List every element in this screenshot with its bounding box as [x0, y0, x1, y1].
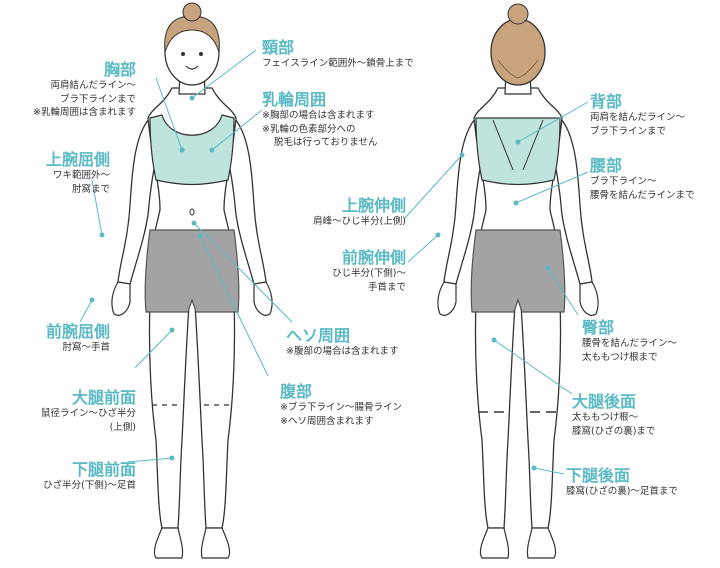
front-thigh-desc-2: (上側) — [8, 421, 136, 435]
forearm-flexor-title: 前腕屈側 — [10, 322, 110, 341]
abdomen-title: 腹部 — [280, 382, 402, 401]
buttocks-desc-2: 太ももつけ根まで — [582, 351, 677, 365]
buttocks-desc-1: 腰骨を結んだライン～ — [582, 337, 677, 351]
label-buttocks: 臀部 腰骨を結んだライン～ 太ももつけ根まで — [582, 318, 677, 364]
forearm-extensor-desc-2: 手首まで — [300, 281, 406, 295]
chest-desc-3: ※乳輪周囲は含まれます — [6, 106, 136, 120]
abdomen-desc-1: ※ブラ下ライン～腸骨ライン — [280, 401, 402, 415]
chest-title: 胸部 — [6, 60, 136, 79]
upper-arm-extensor-desc-1: 肩峰～ひじ半分(上側) — [280, 215, 406, 229]
navel-title: ヘソ周囲 — [286, 326, 398, 345]
label-forearm-extensor: 前腕伸側 ひじ半分(下側)～ 手首まで — [300, 248, 406, 294]
back-title: 背部 — [590, 92, 685, 111]
navel-desc-1: ※腹部の場合は含まれます — [286, 345, 398, 359]
front-thigh-desc-1: 鼠径ライン～ひざ半分 — [8, 407, 136, 421]
front-shin-title: 下腿前面 — [4, 460, 136, 479]
upper-arm-extensor-title: 上腕伸側 — [280, 196, 406, 215]
chest-desc-2: ブラ下ラインまで — [6, 93, 136, 107]
label-back-calf: 下腿後面 膝窩(ひざの裏)～足首まで — [566, 466, 678, 499]
label-chest: 胸部 両肩結んだライン～ ブラ下ラインまで ※乳輪周囲は含まれます — [6, 60, 136, 120]
back-thigh-title: 大腿後面 — [572, 392, 655, 411]
label-upper-arm-flexor: 上腕屈側 ワキ範囲外～ 肘窩まで — [10, 150, 110, 196]
forearm-extensor-title: 前腕伸側 — [300, 248, 406, 267]
forearm-extensor-desc-1: ひじ半分(下側)～ — [300, 267, 406, 281]
back-desc-1: 両肩を結んだライン～ — [590, 111, 685, 125]
lower-back-desc-2: 腰骨を結んだラインまで — [590, 189, 695, 203]
upper-arm-flexor-desc-1: ワキ範囲外～ — [10, 169, 110, 183]
lower-back-title: 腰部 — [590, 156, 695, 175]
areola-desc-3: 脱毛は行っておりません — [262, 136, 377, 150]
label-back-thigh: 大腿後面 太ももつけ根～ 膝窩(ひざの裏)まで — [572, 392, 655, 438]
neck-title: 頸部 — [262, 38, 414, 57]
upper-arm-flexor-desc-2: 肘窩まで — [10, 183, 110, 197]
areola-desc-1: ※胸部の場合は含まれます — [262, 109, 377, 123]
neck-desc-1: フェイスライン範囲外～鎖骨上まで — [262, 57, 414, 71]
back-desc-2: ブラ下ラインまで — [590, 125, 685, 139]
buttocks-title: 臀部 — [582, 318, 677, 337]
lower-back-desc-1: ブラ下ライン～ — [590, 175, 695, 189]
back-thigh-desc-2: 膝窩(ひざの裏)まで — [572, 425, 655, 439]
back-calf-title: 下腿後面 — [566, 466, 678, 485]
label-lower-back: 腰部 ブラ下ライン～ 腰骨を結んだラインまで — [590, 156, 695, 202]
areola-title: 乳輪周囲 — [262, 90, 377, 109]
chest-desc-1: 両肩結んだライン～ — [6, 79, 136, 93]
back-calf-desc-1: 膝窩(ひざの裏)～足首まで — [566, 485, 678, 499]
label-navel: ヘソ周囲 ※腹部の場合は含まれます — [286, 326, 398, 359]
front-thigh-title: 大腿前面 — [8, 388, 136, 407]
forearm-flexor-desc-1: 肘窩～手首 — [10, 341, 110, 355]
upper-arm-flexor-title: 上腕屈側 — [10, 150, 110, 169]
front-shin-desc-1: ひざ半分(下側)～足首 — [4, 479, 136, 493]
label-upper-arm-extensor: 上腕伸側 肩峰～ひじ半分(上側) — [280, 196, 406, 229]
back-thigh-desc-1: 太ももつけ根～ — [572, 411, 655, 425]
label-neck: 頸部 フェイスライン範囲外～鎖骨上まで — [262, 38, 414, 71]
label-areola: 乳輪周囲 ※胸部の場合は含まれます ※乳輪の色素部分への 脱毛は行っておりません — [262, 90, 377, 150]
label-abdomen: 腹部 ※ブラ下ライン～腸骨ライン ※ヘソ周囲含まれます — [280, 382, 402, 428]
label-back: 背部 両肩を結んだライン～ ブラ下ラインまで — [590, 92, 685, 138]
areola-desc-2: ※乳輪の色素部分への — [262, 123, 377, 137]
label-front-thigh: 大腿前面 鼠径ライン～ひざ半分 (上側) — [8, 388, 136, 434]
abdomen-desc-2: ※ヘソ周囲含まれます — [280, 415, 402, 429]
label-forearm-flexor: 前腕屈側 肘窩～手首 — [10, 322, 110, 355]
label-front-shin: 下腿前面 ひざ半分(下側)～足首 — [4, 460, 136, 493]
